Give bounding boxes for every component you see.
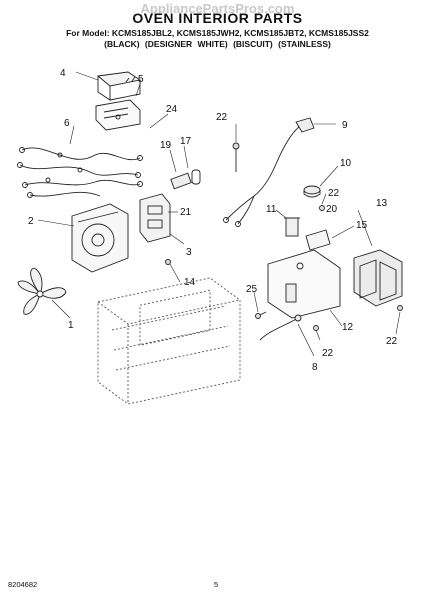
part-fan-housing: [71, 203, 129, 273]
page-number: 5: [214, 580, 219, 589]
callout-label: 22: [216, 112, 228, 123]
part-base-plate: [267, 249, 341, 319]
callout-label: 12: [342, 322, 354, 333]
part-thermal-fuse: [170, 169, 201, 190]
callout-label: 3: [186, 247, 192, 258]
callout-label: 20: [326, 204, 338, 215]
part-screw: [165, 259, 171, 265]
callout-label: 24: [166, 104, 178, 115]
part-wire-harness: [17, 147, 143, 198]
callout-label: 22: [386, 336, 398, 347]
callout-label: 22: [328, 188, 340, 199]
part-transformer: [353, 249, 403, 307]
model-list: For Model: KCMS185JBL2, KCMS185JWH2, KCM…: [66, 28, 369, 38]
callout-label: 8: [312, 362, 318, 373]
part-cutout-switch: [284, 217, 300, 237]
color-variants: (BLACK) (DESIGNER WHITE) (BISCUIT) (STAI…: [104, 39, 331, 49]
document-number: 8204682: [8, 580, 38, 589]
callout-label: 15: [356, 220, 368, 231]
callout-label: 13: [376, 198, 388, 209]
part-terminal-wire: [259, 314, 302, 341]
part-screw: [255, 311, 267, 319]
callout-label: 22: [322, 348, 334, 359]
part-capacitor: [96, 71, 142, 101]
callout-label: 9: [342, 120, 348, 131]
callout-label: 25: [246, 284, 258, 295]
callout-labels: 4 5 24 6 17 19 22 9 10 22 11 15 13 2 21 …: [28, 68, 398, 373]
callout-label: 19: [160, 140, 172, 151]
part-humidity-sensor: [303, 185, 321, 198]
part-switch-assembly: [139, 193, 171, 243]
callout-label: 1: [68, 320, 74, 331]
callout-label: 17: [180, 136, 192, 147]
callout-label: 11: [266, 204, 277, 215]
callout-label: 14: [184, 277, 196, 288]
callout-label: 4: [60, 68, 66, 79]
watermark: AppliancePartsPros.com: [140, 1, 295, 16]
part-screw: [232, 142, 240, 172]
callout-label: 6: [64, 118, 70, 129]
oven-cavity-outline: [97, 277, 241, 405]
part-fan-blade: [17, 267, 67, 315]
callout-label: 5: [138, 74, 144, 85]
page-title: OVEN INTERIOR PARTS: [132, 10, 303, 26]
part-screw: [313, 205, 403, 331]
part-capacitor-bracket: [95, 99, 141, 131]
callout-label: 2: [28, 216, 34, 227]
part-mounting-bracket: [305, 229, 331, 251]
callout-label: 10: [340, 158, 352, 169]
leader-lines: [37, 71, 401, 357]
part-thermal-cutout: [223, 117, 315, 227]
callout-label: 21: [180, 207, 192, 218]
